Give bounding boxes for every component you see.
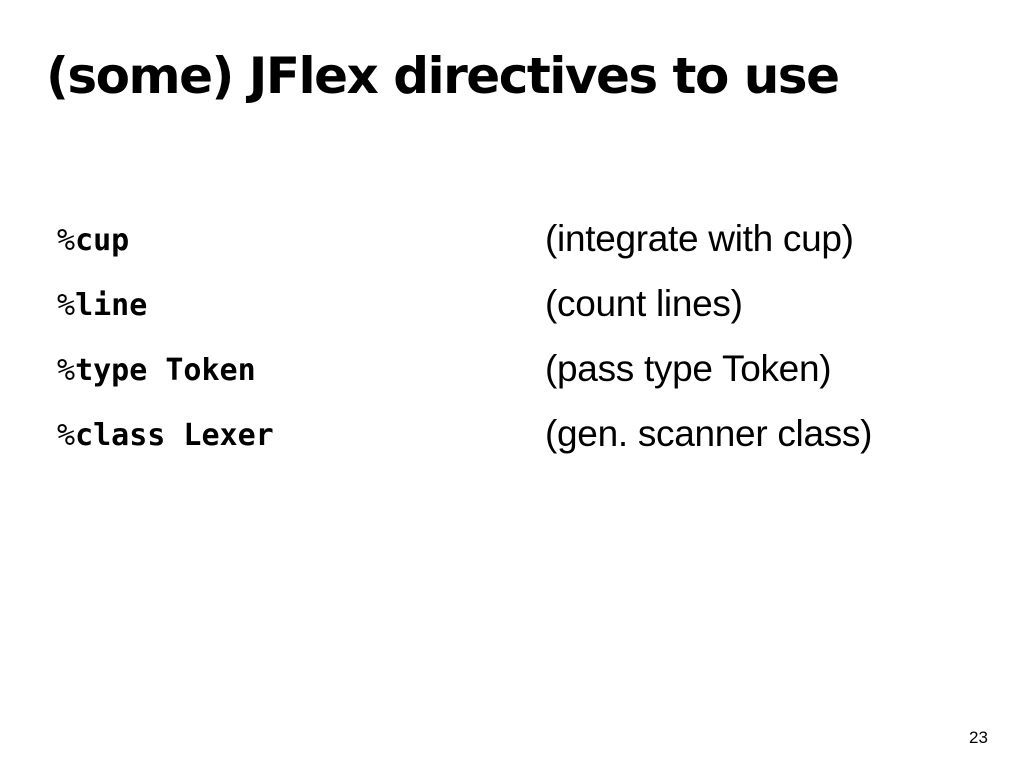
directive-description: (pass type Token) <box>545 348 832 389</box>
directive-row-class: %class Lexer (gen. scanner class) <box>57 403 997 468</box>
directive-description: (count lines) <box>545 283 743 324</box>
directive-code: %cup <box>57 208 129 273</box>
directive-list: %cup (integrate with cup) %line (count l… <box>57 208 997 468</box>
directive-description: (integrate with cup) <box>545 218 854 259</box>
directive-code: %type Token <box>57 338 256 403</box>
percent-sign: % <box>57 223 76 258</box>
directive-row-type: %type Token (pass type Token) <box>57 338 997 403</box>
directive-description: (gen. scanner class) <box>545 413 873 454</box>
percent-sign: % <box>57 353 76 388</box>
percent-sign: % <box>57 288 76 323</box>
directive-row-cup: %cup (integrate with cup) <box>57 208 997 273</box>
directive-name: cup <box>75 223 130 258</box>
directive-name: line <box>75 288 148 323</box>
directive-code: %class Lexer <box>57 403 274 468</box>
directive-name: type Token <box>75 353 256 388</box>
slide-title: (some) JFlex directives to use <box>46 47 840 105</box>
directive-code: %line <box>57 273 147 338</box>
percent-sign: % <box>57 418 76 453</box>
directive-name: class Lexer <box>75 418 274 453</box>
page-number: 23 <box>969 728 988 747</box>
directive-row-line: %line (count lines) <box>57 273 997 338</box>
